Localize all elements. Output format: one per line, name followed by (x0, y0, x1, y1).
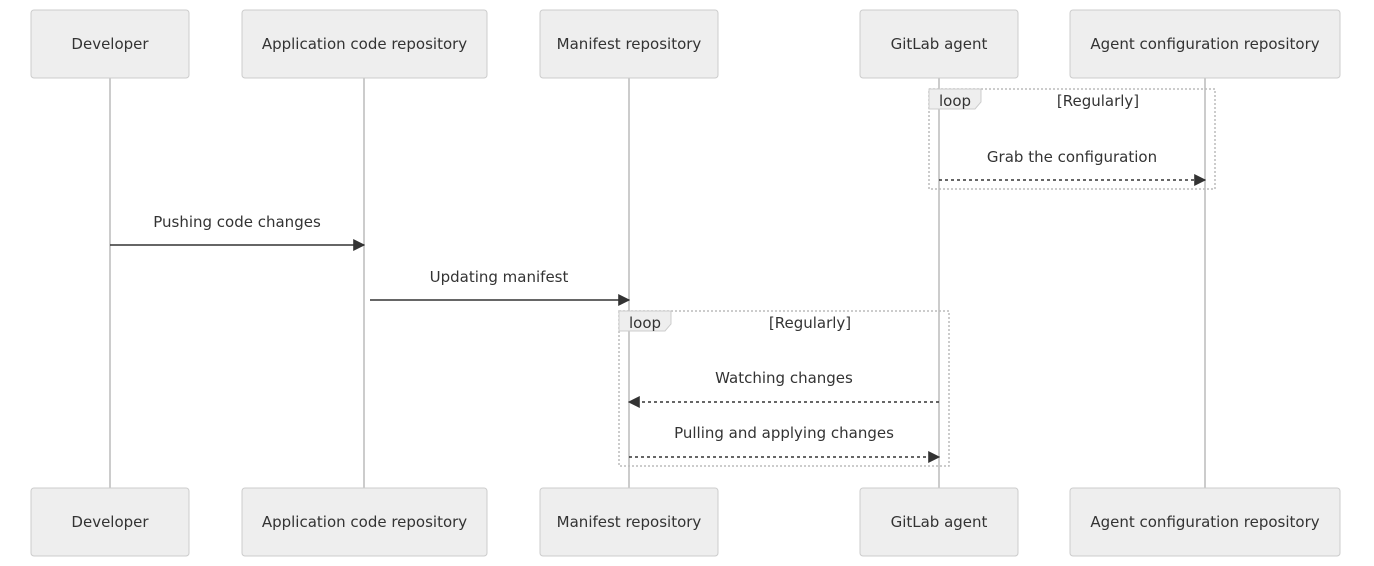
actor-bottom-developer: Developer (30, 487, 190, 557)
actor-bottom-gitlab-agent: GitLab agent (859, 487, 1019, 557)
loop-condition: [Regularly] (1057, 92, 1139, 110)
actor-bottom-manifest-repository: Manifest repository (539, 487, 719, 557)
loop-keyword: loop (939, 92, 971, 110)
actor-top-application-code-repository: Application code repository (241, 9, 488, 79)
message-watching-changes: Watching changes (627, 369, 939, 408)
message-pulling-and-applying-changes: Pulling and applying changes (629, 424, 941, 463)
actor-bottom-application-code-repository: Application code repository (241, 487, 488, 557)
message-label: Grab the configuration (987, 148, 1157, 166)
actor-label: Application code repository (262, 35, 467, 53)
message-label: Pushing code changes (153, 213, 321, 231)
message-label: Pulling and applying changes (674, 424, 894, 442)
loop-condition: [Regularly] (769, 314, 851, 332)
message-label: Watching changes (715, 369, 853, 387)
message-label: Updating manifest (430, 268, 569, 286)
actor-label: Agent configuration repository (1090, 513, 1319, 531)
actor-label: GitLab agent (891, 35, 988, 53)
loop-keyword: loop (629, 314, 661, 332)
actor-label: Application code repository (262, 513, 467, 531)
actor-label: Manifest repository (557, 35, 702, 53)
loop-tag (928, 88, 982, 110)
actor-top-gitlab-agent: GitLab agent (859, 9, 1019, 79)
loop-tag (618, 310, 672, 332)
loop-frame-2: loop [Regularly] (618, 310, 950, 467)
actor-label: GitLab agent (891, 513, 988, 531)
actor-label: Developer (71, 35, 149, 53)
loop-frame-1: loop [Regularly] (928, 88, 1216, 190)
actor-label: Developer (71, 513, 149, 531)
actor-top-agent-configuration-repository: Agent configuration repository (1069, 9, 1341, 79)
actor-label: Manifest repository (557, 513, 702, 531)
actor-top-manifest-repository: Manifest repository (539, 9, 719, 79)
actor-top-developer: Developer (30, 9, 190, 79)
actor-label: Agent configuration repository (1090, 35, 1319, 53)
message-grab-configuration: Grab the configuration (939, 148, 1207, 186)
message-updating-manifest: Updating manifest (370, 268, 631, 306)
actor-bottom-agent-configuration-repository: Agent configuration repository (1069, 487, 1341, 557)
message-pushing-code-changes: Pushing code changes (110, 213, 366, 251)
